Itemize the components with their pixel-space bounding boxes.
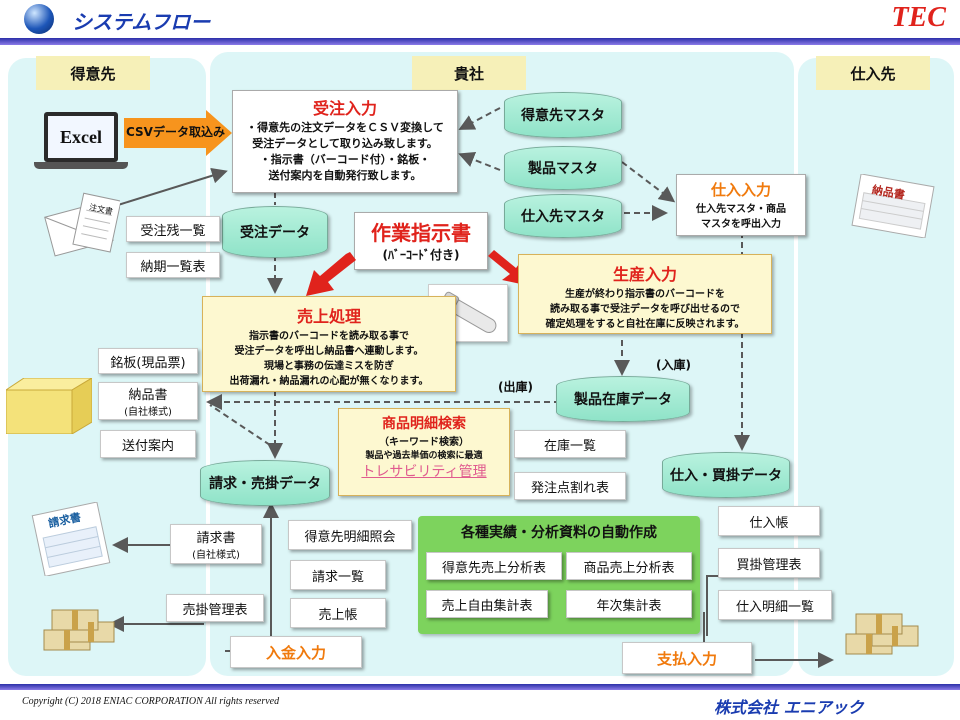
sales-processing-line-1: 指示書のバーコードを読み取る事で <box>249 331 409 342</box>
traceability-label: トレサビリティ管理 <box>361 464 487 480</box>
footer-copyright: Copyright (C) 2018 ENIAC CORPORATION All… <box>22 696 280 707</box>
invoice-doc-label: 請求書 <box>196 531 236 546</box>
order-entry-line-1: ・得意先の注文データをＣＳＶ変換して <box>246 121 444 134</box>
purchase-entry-line-2: マスタを呼出入力 <box>701 219 781 230</box>
product-search-line: 製品や過去単価の検索に最適 <box>365 451 483 461</box>
product-search-sub: （キーワード検索） <box>379 437 469 448</box>
production-entry-title: 生産入力 <box>612 265 677 284</box>
product-search-title: 商品明細検索 <box>382 416 466 432</box>
order-entry-line-4: 送付案内を自動発行致します。 <box>268 169 422 182</box>
production-entry-line-2: 読み取る事で受注データを呼び出せるので <box>550 304 740 315</box>
work-order-sub: (ﾊﾞｰｺｰﾄﾞ付き) <box>382 248 460 262</box>
purchase-entry-line-1: 仕入先マスタ・商品 <box>696 204 786 215</box>
stock-data-db: 製品在庫データ <box>556 376 690 422</box>
stock-out-label: (出庫) <box>498 380 533 394</box>
laptop-base <box>34 162 128 169</box>
delivery-date-list: 納期一覧表 <box>126 252 220 278</box>
cash-stack-right-icon <box>842 604 922 660</box>
excel-screen: Excel <box>48 116 114 158</box>
reorder-point-doc: 発注点割れ表 <box>514 472 626 500</box>
nameplate-doc: 銘板(現品票) <box>98 348 198 374</box>
order-form-icon: 注文書 <box>34 192 122 260</box>
product-master-db: 製品マスタ <box>504 146 622 190</box>
annual-summary: 年次集計表 <box>566 590 692 618</box>
zone-supplier <box>798 58 954 676</box>
product-sales-analysis: 商品売上分析表 <box>566 552 692 580</box>
production-entry-line-1: 生産が終わり指示書のバーコードを <box>565 289 725 300</box>
purchase-entry-box: 仕入入力 仕入先マスタ・商品 マスタを呼出入力 <box>676 174 806 236</box>
stock-list-doc: 在庫一覧 <box>514 430 626 458</box>
invoice-doc-sub: (自社様式) <box>192 550 240 561</box>
zone-customer-label: 得意先 <box>36 56 150 90</box>
page-title: システムフロー <box>72 10 211 34</box>
order-entry-box: 受注入力 ・得意先の注文データをＣＳＶ変換して 受注データとして取り込み致します… <box>232 90 458 193</box>
header-globe-icon <box>24 4 54 34</box>
sales-processing-line-2: 受注データを呼出し納品書へ連動します。 <box>234 346 424 357</box>
work-order-box: 作業指示書 (ﾊﾞｰｺｰﾄﾞ付き) <box>354 212 488 270</box>
csv-import-arrow: CSVデータ取込み <box>124 110 232 156</box>
stock-in-label: (入庫) <box>656 358 691 372</box>
work-order-title: 作業指示書 <box>371 221 471 245</box>
footer-company: 株式会社 エニアック <box>714 698 864 717</box>
purchase-ledger-doc: 仕入帳 <box>718 506 820 536</box>
delivery-slip-doc: 納品書 (自社様式) <box>98 382 198 420</box>
header-rule <box>0 38 960 45</box>
customer-master-db: 得意先マスタ <box>504 92 622 138</box>
payment-made-entry: 支払入力 <box>622 642 752 674</box>
product-search-box: 商品明細検索 （キーワード検索） 製品や過去単価の検索に最適 トレサビリティ管理 <box>338 408 510 496</box>
invoice-doc: 請求書 (自社様式) <box>170 524 262 564</box>
production-entry-box: 生産入力 生産が終わり指示書のバーコードを 読み取る事で受注データを呼び出せるの… <box>518 254 772 334</box>
analysis-title: 各種実績・分析資料の自動作成 <box>461 525 657 541</box>
payment-received-entry: 入金入力 <box>230 636 362 668</box>
zone-supplier-label: 仕入先 <box>816 56 930 90</box>
zone-company-label: 貴社 <box>412 56 526 90</box>
purchase-detail-doc: 仕入明細一覧 <box>718 590 832 620</box>
delivery-slip-sub: (自社様式) <box>124 407 172 418</box>
cash-stack-left-icon <box>40 600 116 656</box>
supplier-master-db: 仕入先マスタ <box>504 194 622 238</box>
payable-doc: 買掛管理表 <box>718 548 820 578</box>
cardboard-box-icon <box>4 377 94 435</box>
tec-logo: TEC <box>891 2 946 33</box>
delivery-note-icon: 納品書 <box>848 173 938 239</box>
sales-free-aggregation: 売上自由集計表 <box>426 590 548 618</box>
billing-list-doc: 請求一覧 <box>290 560 386 590</box>
sales-processing-title: 売上処理 <box>296 307 361 326</box>
order-entry-title: 受注入力 <box>312 99 377 118</box>
sales-processing-line-4: 出荷漏れ・納品漏れの心配が無くなります。 <box>229 376 429 387</box>
delivery-slip-label: 納品書 <box>128 388 168 403</box>
purchase-entry-title: 仕入入力 <box>710 181 771 199</box>
shipping-notice-doc: 送付案内 <box>100 430 196 458</box>
sales-processing-line-3: 現場と事務の伝達ミスを防ぎ <box>264 361 394 372</box>
order-entry-line-3: ・指示書（バーコード付）・銘板・ <box>259 153 431 166</box>
customer-sales-analysis: 得意先売上分析表 <box>426 552 562 580</box>
order-data-db: 受注データ <box>222 206 328 258</box>
order-entry-line-2: 受注データとして取り込み致します。 <box>252 137 438 150</box>
customer-detail-doc: 得意先明細照会 <box>288 520 412 550</box>
footer-rule <box>0 684 960 690</box>
sales-processing-box: 売上処理 指示書のバーコードを読み取る事で 受注データを呼出し納品書へ連動します… <box>202 296 456 392</box>
receivable-doc: 売掛管理表 <box>166 594 264 622</box>
red-arrow-left-icon <box>306 252 356 296</box>
production-entry-line-3: 確定処理をすると自社在庫に反映されます。 <box>545 319 745 330</box>
laptop-icon: Excel <box>44 112 118 162</box>
sales-ledger-doc: 売上帳 <box>290 598 386 628</box>
invoice-doc-icon: 請求書 <box>28 501 116 577</box>
order-backlog-list: 受注残一覧 <box>126 216 220 242</box>
billing-data-db: 請求・売掛データ <box>200 460 330 506</box>
analysis-panel: 各種実績・分析資料の自動作成 得意先売上分析表 商品売上分析表 売上自由集計表 … <box>418 516 700 634</box>
purchase-data-db: 仕入・買掛データ <box>662 452 790 498</box>
